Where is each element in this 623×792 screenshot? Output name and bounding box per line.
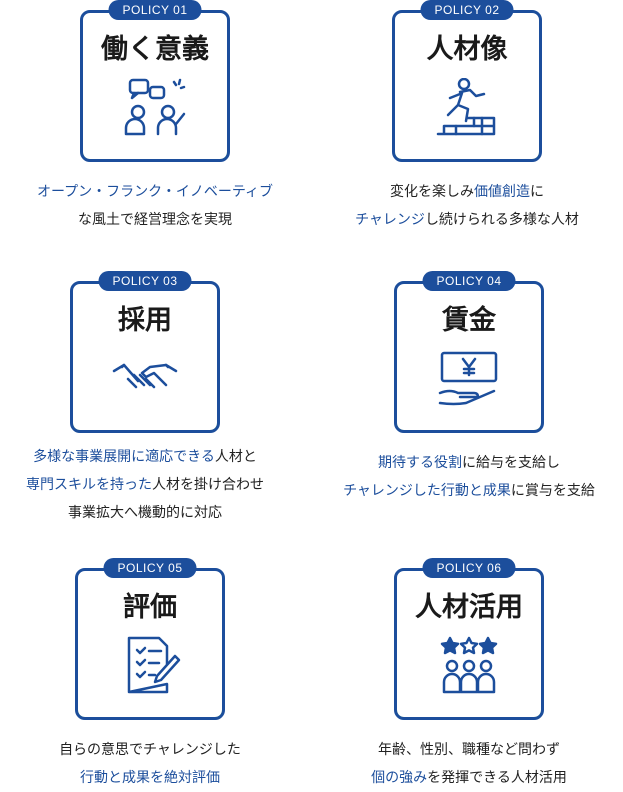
caption-line: 事業拡大へ機動的に対応 (68, 505, 222, 521)
policy-title: 採用 (118, 305, 172, 336)
policy-caption: 多様な事業展開に適応できる人材と 専門スキルを持った人材を掛け合わせ 事業拡大へ… (5, 443, 285, 527)
caption-line: 自らの意思でチャレンジした (59, 742, 241, 758)
caption-line: 多様な事業展開に適応できる人材と (33, 449, 257, 465)
climbing-stairs-icon (434, 77, 500, 138)
policy-caption: オープン・フランク・イノベーティブ な風土で経営理念を実現 (15, 178, 295, 234)
policy-tag: POLICY 03 (98, 271, 192, 291)
policy-title: 賃金 (442, 305, 496, 336)
policy-caption: 年齢、性別、職種など問わず 個の強みを発揮できる人材活用 (329, 736, 609, 792)
policy-tag: POLICY 02 (420, 0, 514, 20)
caption-line: チャレンジし続けられる多様な人材 (355, 212, 579, 228)
caption-line: 変化を楽しみ価値創造に (390, 184, 544, 200)
caption-line: オープン・フランク・イノベーティブ (36, 184, 274, 200)
checklist-pen-icon (117, 636, 183, 696)
team-stars-icon (436, 636, 502, 696)
caption-line: 期待する役割に給与を支給し (378, 455, 560, 471)
policy-tag: POLICY 05 (103, 558, 197, 578)
yen-hand-icon (436, 349, 502, 409)
policy-caption: 変化を楽しみ価値創造に チャレンジし続けられる多様な人材 (327, 178, 607, 234)
caption-line: 専門スキルを持った人材を掛け合わせ (26, 477, 264, 493)
policy-tag: POLICY 06 (422, 558, 516, 578)
caption-line: チャレンジした行動と成果に賞与を支給 (343, 483, 595, 499)
policy-caption: 期待する役割に給与を支給し チャレンジした行動と成果に賞与を支給 (309, 449, 623, 505)
policy-title: 人材活用 (415, 592, 523, 623)
policy-title: 働く意義 (101, 34, 209, 65)
policy-tag: POLICY 01 (108, 0, 202, 20)
policy-title: 評価 (123, 592, 177, 623)
caption-line: 個の強みを発揮できる人材活用 (371, 770, 567, 786)
caption-line: 年齢、性別、職種など問わず (378, 742, 560, 758)
discussion-icon (122, 78, 188, 138)
policy-tag: POLICY 04 (422, 271, 516, 291)
handshake-icon (112, 349, 178, 409)
caption-line: な風土で経営理念を実現 (78, 212, 232, 228)
policy-title: 人材像 (426, 34, 508, 65)
policy-caption: 自らの意思でチャレンジした 行動と成果を絶対評価 (10, 736, 290, 792)
caption-line: 行動と成果を絶対評価 (80, 770, 220, 786)
